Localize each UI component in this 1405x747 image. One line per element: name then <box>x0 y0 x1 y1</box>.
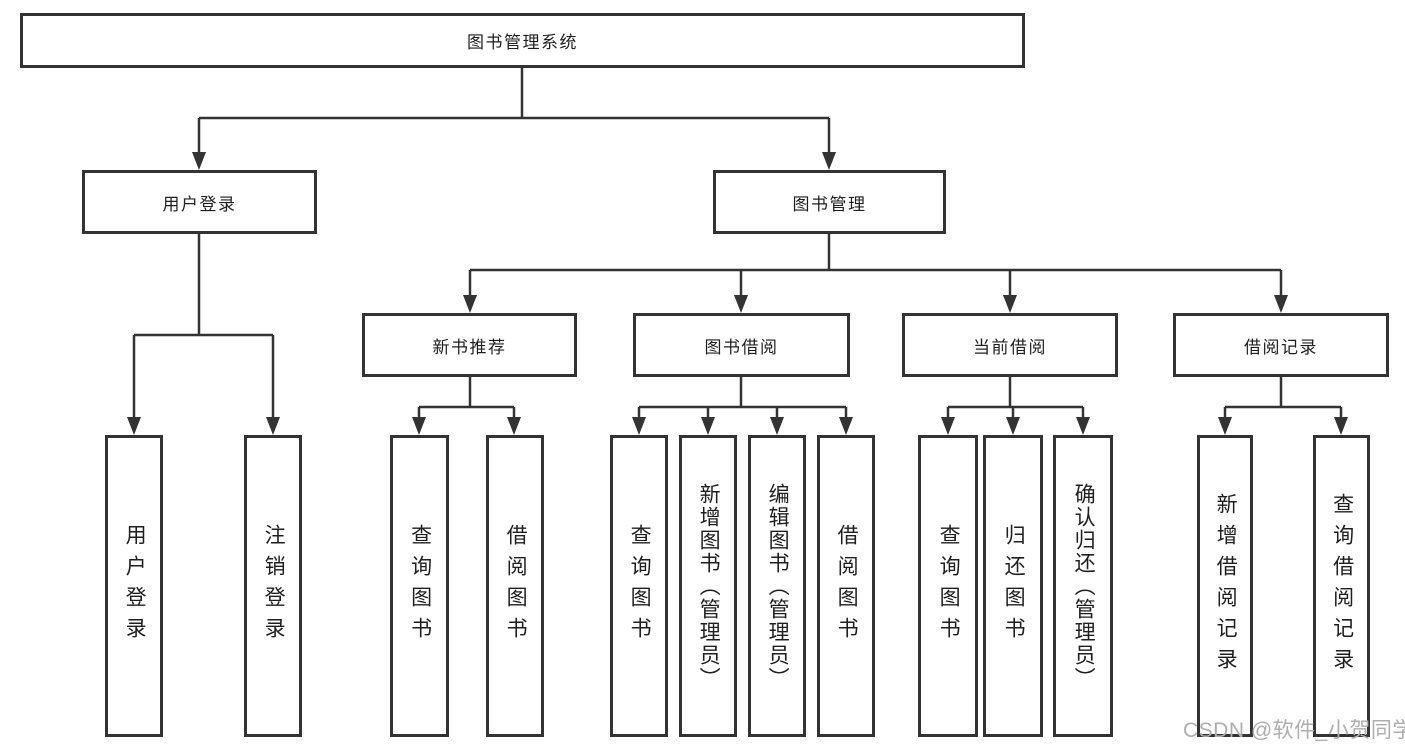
node-query-books-recommend: 查询图书 <box>390 435 449 737</box>
node-label: 查询图书 <box>628 524 652 648</box>
node-query-books-borrow: 查询图书 <box>610 435 668 737</box>
node-label: 注销登录 <box>262 524 286 648</box>
node-label: 图书管理系统 <box>467 33 578 52</box>
node-book-management: 图书管理 <box>713 170 946 234</box>
node-label: 新增图书（管理员） <box>697 482 721 690</box>
node-label: 图书管理 <box>792 194 867 214</box>
node-label: 用户登录 <box>123 524 147 648</box>
node-label: 编辑图书（管理员） <box>766 482 790 690</box>
node-label: 新增借阅记录 <box>1214 493 1238 679</box>
node-label: 借阅图书 <box>504 524 528 648</box>
node-label: 查询借阅记录 <box>1330 493 1354 679</box>
node-borrow-books-recommend: 借阅图书 <box>486 435 544 737</box>
node-current-borrow: 当前借阅 <box>902 313 1118 377</box>
csdn-watermark: CSDN @软件_小贺同学 <box>1183 719 1405 742</box>
node-logout: 注销登录 <box>244 435 302 737</box>
node-query-books-current: 查询图书 <box>918 435 978 737</box>
node-edit-book-admin: 编辑图书（管理员） <box>748 435 806 737</box>
node-label: 借阅图书 <box>835 524 859 648</box>
node-label: 图书借阅 <box>704 337 779 357</box>
node-confirm-return-admin: 确认归还（管理员） <box>1053 435 1113 737</box>
node-borrow-records: 借阅记录 <box>1173 313 1389 377</box>
node-new-book-recommend: 新书推荐 <box>362 313 577 377</box>
arrowheads <box>127 152 1348 435</box>
node-query-borrow-record: 查询借阅记录 <box>1313 435 1370 737</box>
node-library-management-system: 图书管理系统 <box>20 13 1025 68</box>
node-label: 当前借阅 <box>973 337 1047 357</box>
node-label: 借阅记录 <box>1244 337 1318 357</box>
node-book-borrow: 图书借阅 <box>633 313 850 377</box>
node-label: 确认归还（管理员） <box>1072 482 1096 690</box>
node-user-login: 用户登录 <box>82 170 317 234</box>
node-add-borrow-record: 新增借阅记录 <box>1197 435 1253 737</box>
node-label: 新书推荐 <box>432 337 507 357</box>
node-label: 查询图书 <box>408 524 432 648</box>
node-label: 查询图书 <box>937 524 961 648</box>
node-return-book: 归还图书 <box>983 435 1043 737</box>
node-user-login-leaf: 用户登录 <box>105 435 163 737</box>
node-label: 归还图书 <box>1002 524 1026 648</box>
node-add-book-admin: 新增图书（管理员） <box>679 435 737 737</box>
node-label: 用户登录 <box>162 194 237 214</box>
node-borrow-books-leaf: 借阅图书 <box>817 435 875 737</box>
